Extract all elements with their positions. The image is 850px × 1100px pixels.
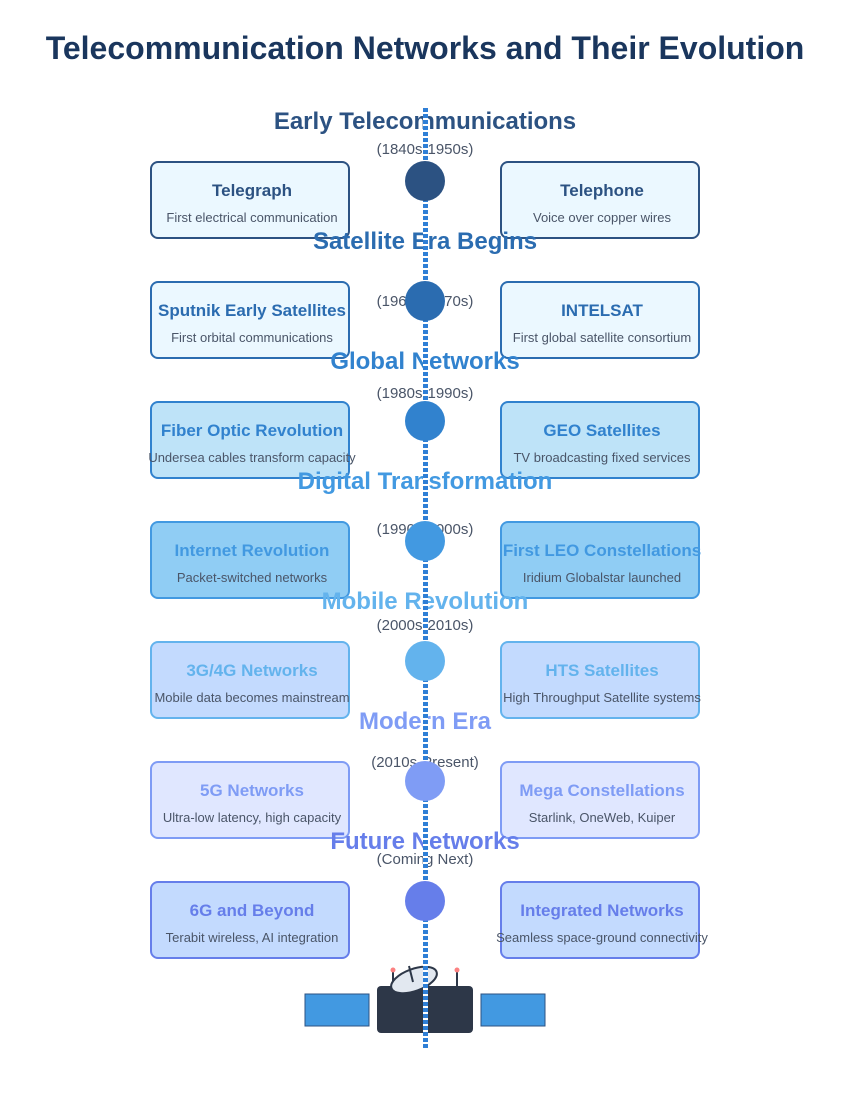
milestone-description: Terabit wireless, AI integration (165, 930, 339, 945)
milestone-card-left: Telegraph First electrical communication (150, 161, 350, 239)
milestone-title: Telephone (560, 181, 644, 200)
milestone-card-right: Integrated Networks Seamless space-groun… (496, 881, 708, 959)
milestone-card-right: INTELSAT First global satellite consorti… (500, 281, 700, 359)
milestone-description: Iridium Globalstar launched (522, 570, 682, 585)
milestone-title: 3G/4G Networks (186, 661, 318, 680)
era-4: Mobile Revolution (2000s-2010s) 3G/4G Ne… (0, 588, 850, 719)
milestone-title: Integrated Networks (520, 901, 684, 920)
milestone-title: HTS Satellites (545, 661, 659, 680)
era-node (405, 881, 445, 921)
era-node (405, 761, 445, 801)
era-node (405, 401, 445, 441)
milestone-card-right: Mega Constellations Starlink, OneWeb, Ku… (500, 761, 700, 839)
milestone-description: First orbital communications (171, 330, 333, 345)
milestone-card-right: First LEO Constellations Iridium Globals… (500, 521, 701, 599)
era-6: Future Networks (Coming Next) 6G and Bey… (0, 828, 850, 959)
milestone-card-left: 3G/4G Networks Mobile data becomes mains… (150, 641, 350, 719)
milestone-title: Sputnik Early Satellites (157, 301, 346, 320)
era-3: Digital Transformation (1990s-2000s) Int… (0, 468, 850, 599)
milestone-description: Starlink, OneWeb, Kuiper (528, 810, 676, 825)
milestone-description: High Throughput Satellite systems (503, 690, 701, 705)
milestone-title: GEO Satellites (543, 421, 661, 440)
milestone-card-left: Fiber Optic Revolution Undersea cables t… (148, 401, 356, 479)
milestone-description: Mobile data becomes mainstream (154, 690, 350, 705)
page-title: Telecommunication Networks and Their Evo… (45, 30, 805, 66)
era-node (405, 521, 445, 561)
era-node (405, 641, 445, 681)
milestone-description: Voice over copper wires (532, 210, 671, 225)
milestone-description: Undersea cables transform capacity (148, 450, 356, 465)
milestone-card-left: Internet Revolution Packet-switched netw… (150, 521, 350, 599)
milestone-title: 5G Networks (200, 781, 304, 800)
era-node (405, 281, 445, 321)
milestone-description: Ultra-low latency, high capacity (162, 810, 342, 825)
milestone-card-right: GEO Satellites TV broadcasting fixed ser… (500, 401, 700, 479)
milestone-title: Internet Revolution (174, 541, 330, 560)
milestone-title: 6G and Beyond (189, 901, 315, 920)
milestone-title: INTELSAT (561, 301, 643, 320)
era-node (405, 161, 445, 201)
solar-panel-right (480, 993, 546, 1027)
milestone-card-right: HTS Satellites High Throughput Satellite… (500, 641, 701, 719)
milestone-title: Mega Constellations (519, 781, 685, 800)
dish-feed (408, 965, 414, 983)
milestone-title: First LEO Constellations (502, 541, 702, 560)
antenna-tip-left (390, 967, 396, 973)
milestone-description: First global satellite consortium (512, 330, 692, 345)
milestone-title: Fiber Optic Revolution (160, 421, 344, 440)
milestone-description: First electrical communication (166, 210, 338, 225)
milestone-title: Telegraph (212, 181, 292, 200)
solar-panel-left (304, 993, 370, 1027)
milestone-description: Seamless space-ground connectivity (496, 930, 708, 945)
milestone-card-left: Sputnik Early Satellites First orbital c… (150, 281, 350, 359)
milestone-card-left: 5G Networks Ultra-low latency, high capa… (150, 761, 350, 839)
milestone-description: TV broadcasting fixed services (513, 450, 691, 465)
milestone-card-right: Telephone Voice over copper wires (500, 161, 700, 239)
era-1: Satellite Era Begins (1960s-1970s) Sputn… (0, 228, 850, 359)
milestone-description: Packet-switched networks (176, 570, 328, 585)
milestone-card-left: 6G and Beyond Terabit wireless, AI integ… (150, 881, 350, 959)
antenna-tip-right (454, 967, 460, 973)
timeline-spine (423, 108, 428, 1048)
